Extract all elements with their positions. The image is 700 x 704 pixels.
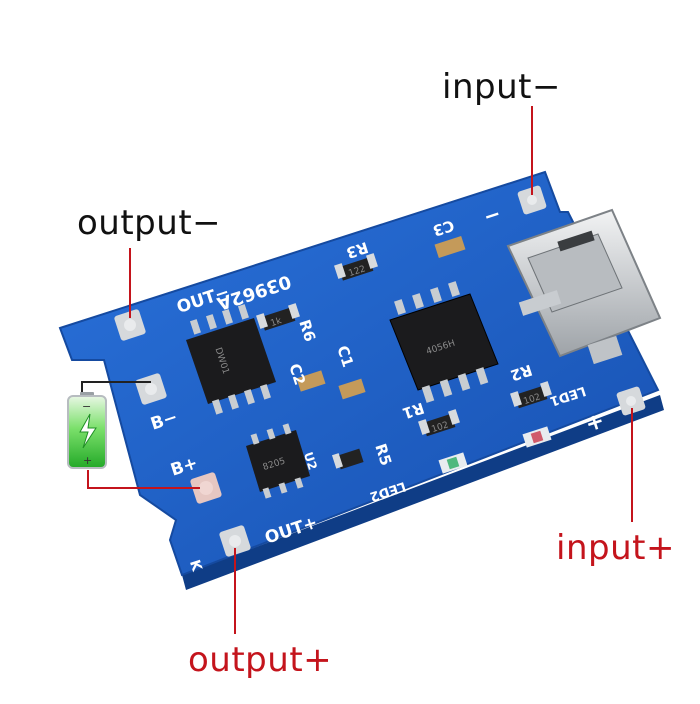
leader-lines bbox=[81, 106, 633, 634]
board-edge bbox=[182, 395, 664, 590]
micro-usb-connector bbox=[506, 208, 662, 365]
silk-c2: C2 bbox=[285, 361, 309, 387]
wire-battery-plus bbox=[87, 470, 200, 489]
label-output-plus: output+ bbox=[188, 640, 333, 680]
silk-r6: R6 bbox=[295, 317, 319, 343]
label-input-minus: input− bbox=[442, 67, 561, 107]
lightning-icon bbox=[79, 413, 97, 449]
wire-battery-minus bbox=[81, 381, 151, 396]
label-input-plus: input+ bbox=[556, 528, 675, 568]
silk-c1: C1 bbox=[333, 343, 357, 369]
battery-minus-mark: − bbox=[82, 400, 91, 413]
protection-ic: DW01 bbox=[186, 304, 276, 415]
silk-u2: U2 bbox=[301, 450, 320, 472]
silkscreen: OUT− B− B+ OUT+ − + 03962A R3 R6 C3 C1 C… bbox=[148, 201, 607, 574]
main-charger-ic: 4056H bbox=[389, 281, 499, 403]
battery-icon: − + bbox=[67, 392, 107, 469]
silk-r2: R2 bbox=[508, 361, 534, 385]
silk-r3: R3 bbox=[344, 238, 370, 262]
mosfet-ic: 8205 bbox=[246, 423, 310, 499]
silk-r5: R5 bbox=[371, 441, 395, 467]
pads bbox=[114, 185, 646, 557]
battery-plus-mark: + bbox=[83, 454, 92, 467]
silk-input-minus: − bbox=[480, 201, 503, 229]
label-output-minus: output− bbox=[77, 203, 222, 243]
silk-c3: C3 bbox=[430, 216, 456, 240]
silk-r1: R1 bbox=[400, 399, 426, 423]
r6-value: 1k bbox=[269, 316, 283, 329]
